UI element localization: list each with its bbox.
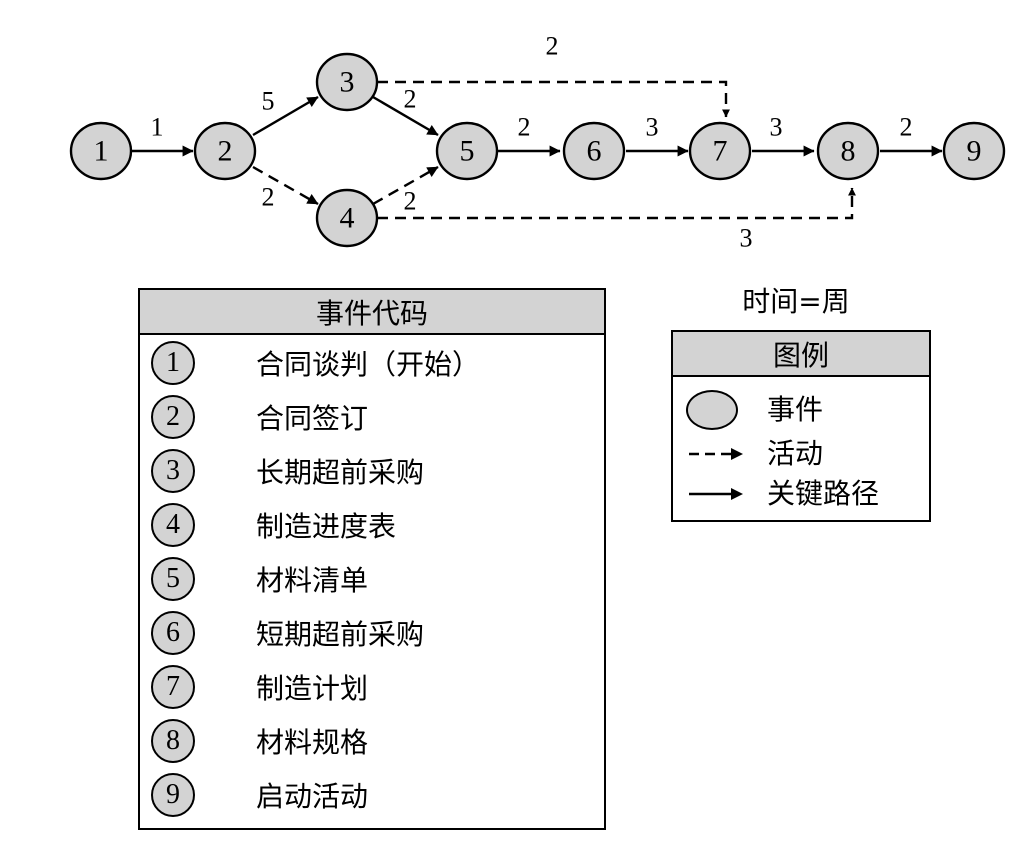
edge-2-4 — [252, 165, 319, 206]
event-code-row: 2 合同签订 — [140, 392, 604, 442]
event-code-circle: 8 — [151, 719, 195, 763]
edge-label-8-9: 2 — [900, 113, 913, 142]
event-code-row: 4 制造进度表 — [140, 500, 604, 550]
edge-label-1-2: 1 — [151, 113, 164, 142]
event-code-circle: 2 — [151, 395, 195, 439]
event-code-circle: 6 — [151, 611, 195, 655]
event-code-row: 6 短期超前采购 — [140, 608, 604, 658]
event-code-desc: 合同签订 — [256, 402, 369, 435]
edge-4-5 — [372, 165, 439, 206]
solid-arrow-icon — [689, 488, 743, 500]
svg-text:7: 7 — [713, 135, 728, 168]
svg-text:3: 3 — [340, 66, 355, 99]
edge-3-5 — [372, 95, 439, 137]
event-node-7: 7 — [688, 121, 752, 181]
event-code-row: 1 合同谈判（开始） — [140, 338, 604, 388]
event-node-4: 4 — [315, 188, 379, 248]
event-node-3: 3 — [315, 52, 379, 112]
event-code-desc: 长期超前采购 — [256, 456, 425, 489]
event-node-2: 2 — [193, 121, 257, 181]
edge-label-5-6: 2 — [518, 113, 531, 142]
svg-text:9: 9 — [967, 135, 982, 168]
event-code-circle: 9 — [151, 773, 195, 817]
edge-label-2-3: 5 — [262, 87, 275, 116]
event-code-circle: 7 — [151, 665, 195, 709]
event-circle-icon — [686, 390, 738, 430]
event-code-desc: 制造计划 — [256, 672, 369, 705]
edge-3-7 — [377, 80, 730, 118]
svg-text:4: 4 — [340, 202, 355, 235]
event-code-circle: 3 — [151, 449, 195, 493]
event-code-row: 5 材料清单 — [140, 554, 604, 604]
edge-label-4-8: 3 — [740, 224, 753, 253]
event-code-desc: 合同谈判（开始） — [256, 348, 481, 381]
event-node-1: 1 — [69, 121, 133, 181]
svg-text:2: 2 — [218, 135, 233, 168]
edge-4-8 — [377, 187, 856, 220]
svg-text:1: 1 — [94, 135, 109, 168]
legend: 图例 事件 活动 关键路径 — [671, 330, 931, 522]
event-code-row: 8 材料规格 — [140, 716, 604, 766]
legend-title: 图例 — [673, 332, 929, 377]
svg-text:5: 5 — [460, 135, 475, 168]
event-node-9: 9 — [942, 121, 1006, 181]
event-node-8: 8 — [816, 121, 880, 181]
event-node-6: 6 — [562, 121, 626, 181]
event-code-row: 3 长期超前采购 — [140, 446, 604, 496]
event-code-row: 9 启动活动 — [140, 770, 604, 820]
edge-label-2-4: 2 — [262, 183, 275, 212]
event-code-circle: 1 — [151, 341, 195, 385]
legend-activity-label: 活动 — [767, 437, 824, 470]
event-code-desc: 短期超前采购 — [256, 618, 425, 651]
legend-item-activity: 活动 — [673, 434, 929, 474]
edge-label-3-7: 2 — [546, 32, 559, 61]
edge-label-4-5: 2 — [404, 187, 417, 216]
time-unit-note: 时间=周 — [742, 285, 850, 318]
event-code-table-title: 事件代码 — [140, 290, 604, 335]
legend-item-critical-path: 关键路径 — [673, 474, 929, 514]
event-code-table: 事件代码 1 合同谈判（开始） 2 合同签订 3 长期超前采购 4 制造进度表 … — [138, 288, 606, 830]
event-code-desc: 制造进度表 — [256, 510, 397, 543]
svg-text:6: 6 — [587, 135, 602, 168]
legend-event-label: 事件 — [767, 393, 824, 426]
edge-2-3 — [252, 95, 319, 137]
network-diagram: 1 5 2 2 2 2 3 3 2 2 3 1 2 3 4 5 6 7 8 9 — [69, 32, 1006, 253]
svg-text:8: 8 — [841, 135, 856, 168]
event-code-desc: 材料规格 — [256, 726, 369, 759]
dashed-arrow-icon — [689, 448, 743, 460]
edge-label-3-5: 2 — [404, 85, 417, 114]
event-code-circle: 5 — [151, 557, 195, 601]
edge-label-6-7: 3 — [646, 113, 659, 142]
event-node-5: 5 — [435, 121, 499, 181]
legend-critical-path-label: 关键路径 — [767, 477, 880, 510]
event-code-row: 7 制造计划 — [140, 662, 604, 712]
event-code-desc: 启动活动 — [256, 780, 369, 813]
event-code-circle: 4 — [151, 503, 195, 547]
legend-item-event: 事件 — [673, 390, 929, 430]
edge-label-7-8: 3 — [770, 113, 783, 142]
event-code-desc: 材料清单 — [256, 564, 369, 597]
